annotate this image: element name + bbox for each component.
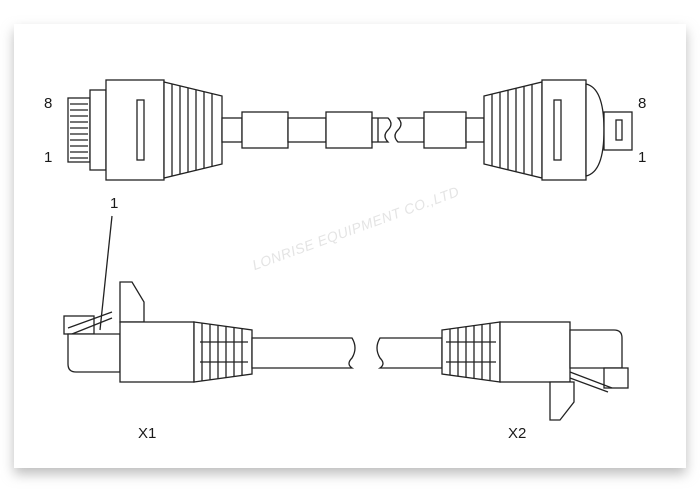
left-pin-8-label: 8 (44, 95, 53, 112)
top-left-connector (67, 79, 392, 181)
callout-1-label: 1 (110, 195, 119, 212)
side-right-connector (376, 321, 629, 421)
x2-label: X2 (508, 425, 527, 442)
right-pin-8-label: 8 (638, 95, 647, 112)
top-right-connector (394, 79, 633, 181)
right-pin-1-label: 1 (638, 149, 647, 166)
left-pin-1-label: 1 (44, 149, 53, 166)
x1-label: X1 (138, 425, 157, 442)
side-left-connector (63, 215, 356, 383)
